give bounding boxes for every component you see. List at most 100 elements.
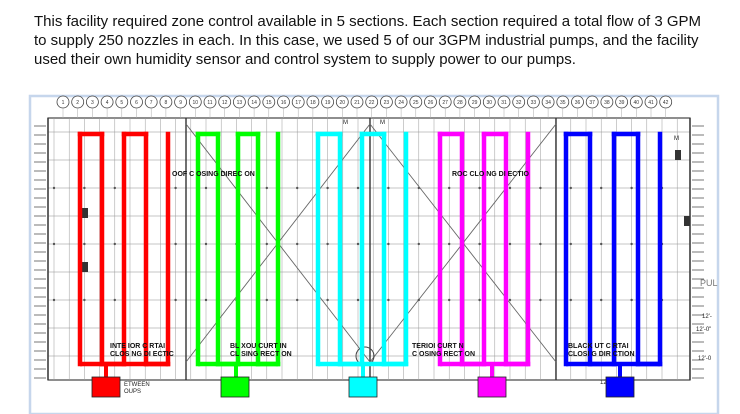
caption-line-2: to supply 250 nozzles in each. In this c… xyxy=(34,32,699,49)
post-dot xyxy=(326,298,329,302)
grid-bubble-number: 41 xyxy=(648,100,654,106)
grid-bubble-number: 31 xyxy=(501,100,507,106)
post-dot xyxy=(265,298,268,302)
grid-bubble-number: 20 xyxy=(340,100,346,106)
post-dot xyxy=(387,242,390,246)
side-label-pul: PUL xyxy=(700,278,718,288)
grid-bubble-number: 26 xyxy=(428,100,434,106)
post-dot xyxy=(83,242,86,246)
post-dot xyxy=(174,298,177,302)
grid-bubble-number: 24 xyxy=(398,100,404,106)
post-dot xyxy=(539,186,542,190)
post-dot xyxy=(448,242,451,246)
post-dot xyxy=(326,186,329,190)
post-dot xyxy=(174,242,177,246)
grid-bubble-number: 38 xyxy=(604,100,610,106)
post-dot xyxy=(204,242,208,246)
grid-bubble-number: 6 xyxy=(135,100,138,106)
mark-m-3: M xyxy=(674,136,679,142)
roof-closing-label-right: ROC CLO NG DI ECTIO xyxy=(452,171,530,178)
post-dot xyxy=(356,186,360,190)
grid-bubble-number: 36 xyxy=(575,100,581,106)
grid-bubble-number: 33 xyxy=(531,100,537,106)
grid-bubble-number: 37 xyxy=(589,100,595,106)
post-dot xyxy=(478,298,481,302)
post-dot xyxy=(417,242,420,246)
post-dot xyxy=(296,298,299,302)
roof-closing-label-left: OOF C OSING DIREC ON xyxy=(172,171,255,178)
caption-line-1: This facility required zone control avai… xyxy=(34,13,702,30)
column-box xyxy=(82,208,88,218)
column-box xyxy=(675,150,681,160)
dim-label-3: 12'-0 xyxy=(698,356,712,362)
post-dot xyxy=(448,298,451,302)
column-box xyxy=(82,262,88,272)
post-dot xyxy=(113,186,117,190)
between-label: ETWEEN xyxy=(124,382,150,388)
grid-bubble-number: 15 xyxy=(266,100,272,106)
post-dot xyxy=(600,186,603,190)
post-dot xyxy=(569,186,572,190)
grid-bubble-number: 42 xyxy=(663,100,669,106)
grid-bubble-number: 29 xyxy=(472,100,478,106)
post-dot xyxy=(569,298,572,302)
mark-m-1: M xyxy=(343,120,348,126)
curtain-label-4b: CLOSI G DIR CTION xyxy=(568,351,635,358)
post-dot xyxy=(417,298,420,302)
grid-bubble-number: 11 xyxy=(207,100,212,106)
between-label-2: OUPS xyxy=(124,389,141,395)
post-dot xyxy=(448,186,451,190)
curtain-label-2a: BL XOU CURT IN xyxy=(230,343,287,350)
post-dot xyxy=(387,298,390,302)
post-dot xyxy=(113,242,117,246)
grid-bubble-number: 34 xyxy=(545,100,551,106)
dim-label-2: 12'-0" xyxy=(696,327,711,333)
post-dot xyxy=(630,242,633,246)
zone-2-pump-box xyxy=(220,376,250,398)
grid-bubble-number: 23 xyxy=(384,100,390,106)
grid-bubble-number: 32 xyxy=(516,100,522,106)
grid-bubble-number: 16 xyxy=(281,100,287,106)
mark-m-2: M xyxy=(380,120,385,126)
post-dot xyxy=(296,242,299,246)
post-dot xyxy=(52,186,56,190)
post-dot xyxy=(83,298,86,302)
post-dot xyxy=(265,186,268,190)
zone-1-pump-box xyxy=(91,376,121,398)
post-dot xyxy=(600,298,603,302)
post-dot xyxy=(326,242,329,246)
post-dot xyxy=(387,186,390,190)
grid-bubble-number: 14 xyxy=(251,100,257,106)
grid-bubble-number: 25 xyxy=(413,100,419,106)
caption-text: This facility required zone control avai… xyxy=(34,12,724,69)
grid-bubble-number: 9 xyxy=(179,100,182,106)
post-dot xyxy=(417,186,420,190)
grid-bubble-number: 1 xyxy=(62,100,65,106)
column-box xyxy=(684,216,690,226)
grid-bubble-number: 2 xyxy=(76,100,79,106)
post-dot xyxy=(630,186,633,190)
grid-bubble-number: 28 xyxy=(457,100,463,106)
grid-bubble-number: 19 xyxy=(325,100,331,106)
grid-bubble-number: 35 xyxy=(560,100,566,106)
curtain-label-2b: CL SING RECT ON xyxy=(230,351,292,358)
post-dot xyxy=(539,298,542,302)
post-dot xyxy=(113,298,117,302)
post-dot xyxy=(52,298,56,302)
post-dot xyxy=(356,298,360,302)
post-dot xyxy=(204,186,208,190)
post-dot xyxy=(204,298,208,302)
grid-bubble-number: 4 xyxy=(106,100,109,106)
grid-bubble-number: 5 xyxy=(120,100,123,106)
grid-bubble-number: 39 xyxy=(619,100,625,106)
post-dot xyxy=(508,242,512,246)
grid-bubble-number: 7 xyxy=(150,100,153,106)
post-dot xyxy=(508,298,512,302)
grid-bubble-number: 13 xyxy=(237,100,243,106)
post-dot xyxy=(508,186,512,190)
grid-bubble-number: 17 xyxy=(295,100,301,106)
post-dot xyxy=(83,186,86,190)
post-dot xyxy=(296,186,299,190)
grid-bubble-number: 12 xyxy=(222,100,228,106)
